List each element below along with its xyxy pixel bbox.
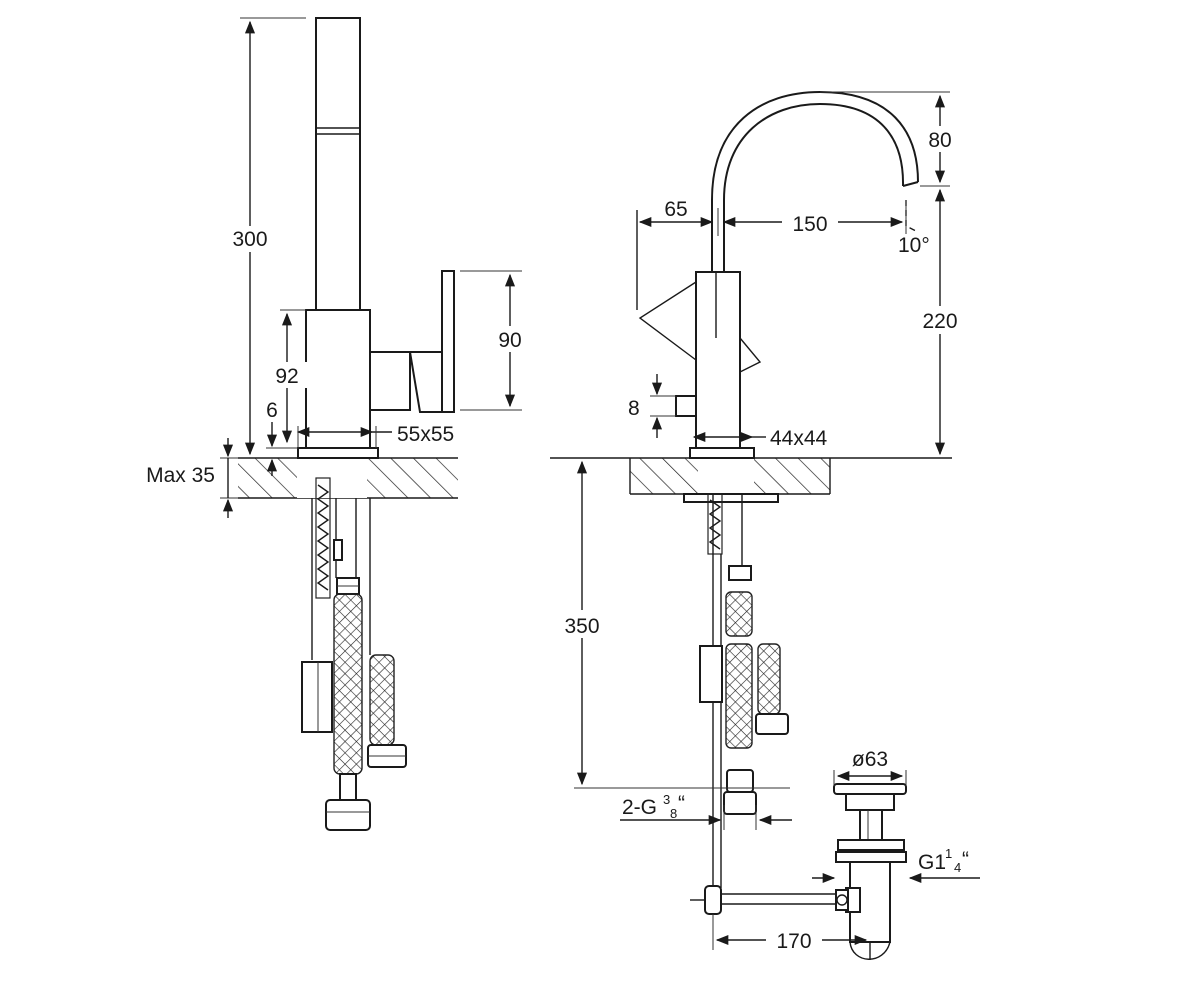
dim-92: 92	[275, 365, 298, 388]
dim-150: 150	[792, 213, 827, 236]
svg-text:G1: G1	[918, 851, 946, 874]
svg-text:“: “	[678, 792, 685, 815]
dim-55x55: 55x55	[397, 423, 454, 446]
dim-300: 300	[232, 228, 267, 251]
front-view: 80 220 65 150 10° 8 44x44	[550, 90, 980, 960]
dim-220: 220	[922, 310, 957, 333]
dim-6: 6	[266, 399, 278, 422]
dim-44x44: 44x44	[770, 427, 828, 450]
svg-text:2-G: 2-G	[622, 796, 657, 819]
faucet-body	[636, 210, 762, 459]
svg-text:3: 3	[663, 792, 670, 807]
pop-up-waste	[833, 783, 907, 960]
dimensions-left: 300 92 6 Max 35 90	[146, 17, 528, 518]
faucet-column	[297, 17, 379, 459]
svg-text:“: “	[962, 848, 969, 871]
svg-text:8: 8	[670, 806, 677, 821]
dim-170: 170	[776, 930, 811, 953]
dimensions-right: 80 220 65 150 10° 8 44x44	[556, 91, 980, 953]
svg-text:4: 4	[954, 860, 961, 875]
svg-text:1: 1	[945, 846, 952, 861]
handle-lever	[369, 270, 455, 413]
countertop-right	[550, 457, 952, 503]
supply-hoses-right	[690, 493, 836, 950]
dim-max-35: Max 35	[146, 464, 215, 487]
dim-waste-diameter: ø63	[852, 748, 888, 771]
dim-8: 8	[628, 397, 640, 420]
spout-gooseneck	[711, 90, 919, 272]
side-view: 300 92 6 Max 35 90	[146, 17, 528, 831]
dim-connection-thread: 2-G 3 8 “	[622, 792, 685, 821]
dim-waste-thread: G1 1 4 “	[918, 846, 969, 875]
dim-angle-10: 10°	[898, 234, 930, 257]
dim-65: 65	[664, 198, 687, 221]
supply-hoses-left	[301, 477, 407, 831]
countertop-left	[238, 457, 458, 499]
dim-80: 80	[928, 129, 951, 152]
dim-350: 350	[564, 615, 599, 638]
dim-90: 90	[498, 329, 521, 352]
